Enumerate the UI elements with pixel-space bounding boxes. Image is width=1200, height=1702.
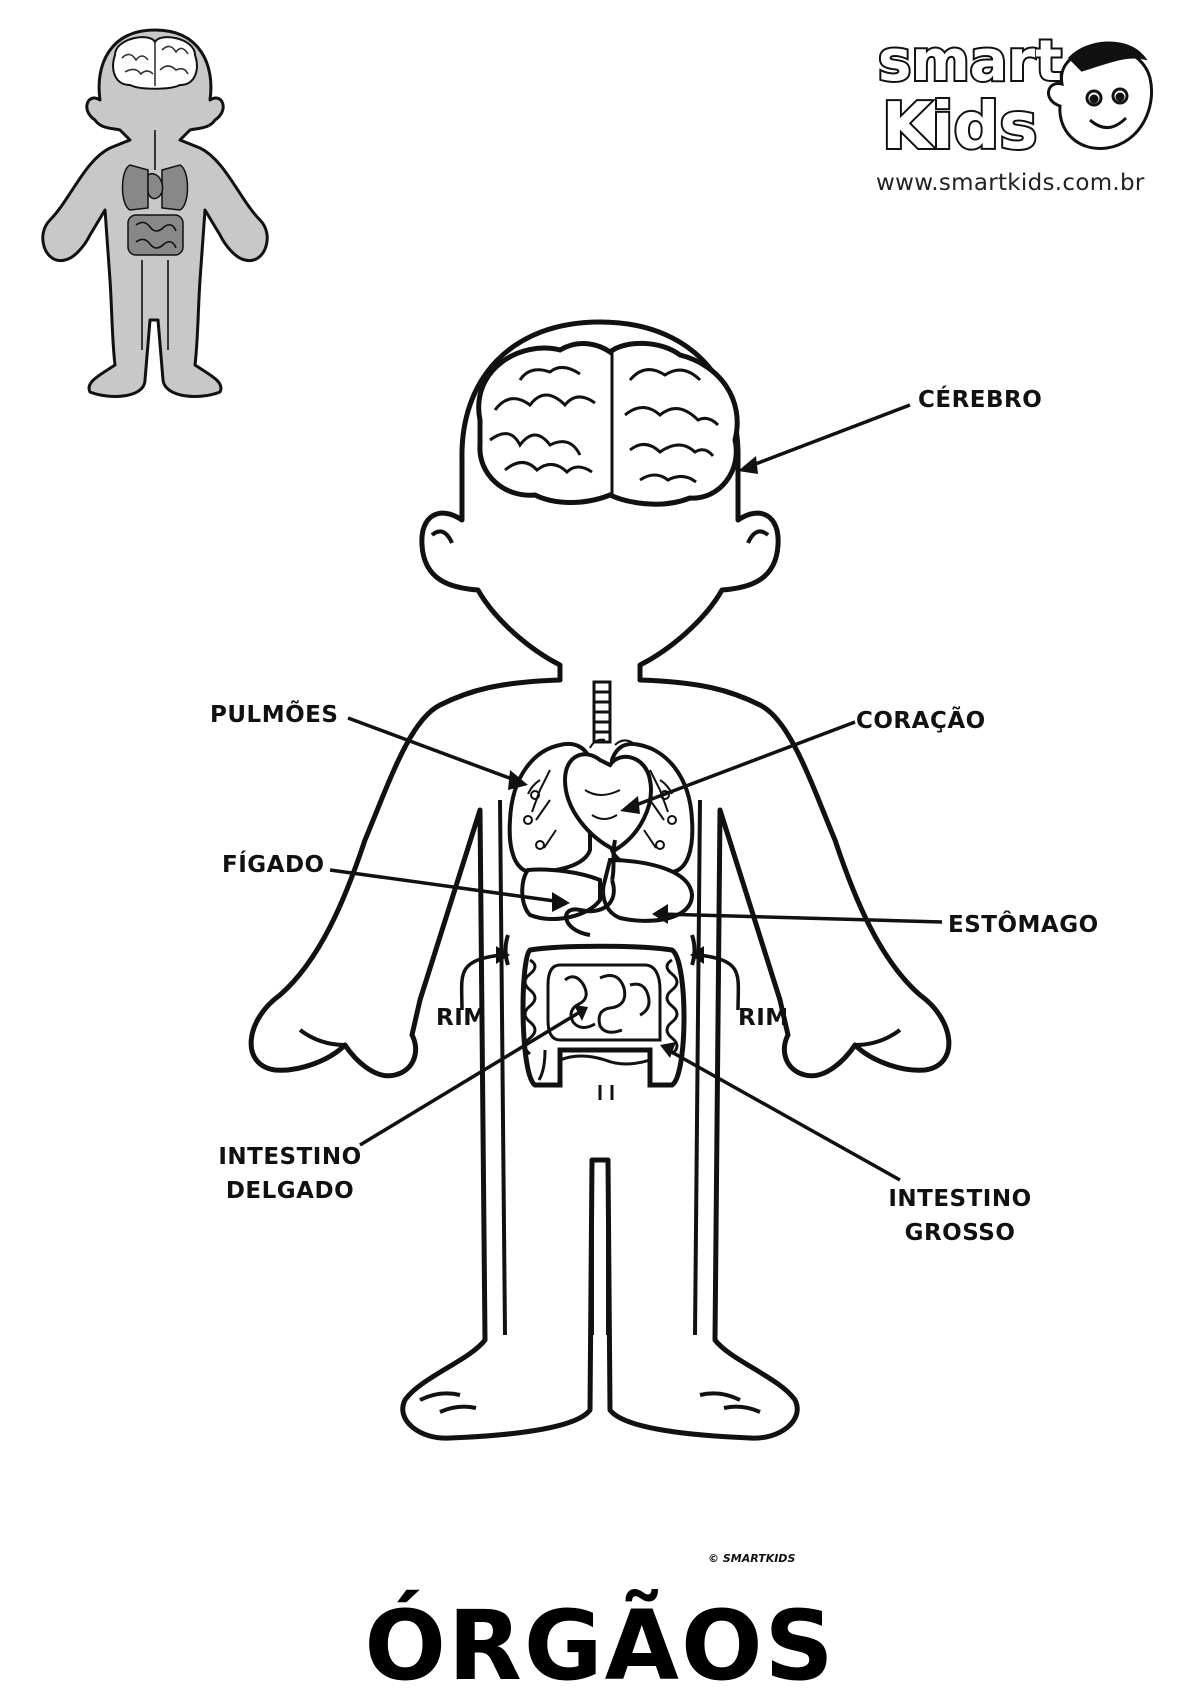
thumbnail-body-figure	[41, 28, 269, 398]
trachea	[592, 680, 612, 744]
label-cerebro: CÉREBRO	[918, 387, 1043, 413]
label-coracao: CORAÇÃO	[856, 708, 986, 734]
logo-word-kids: Kids	[882, 90, 1037, 164]
pointer-rim-right	[697, 953, 741, 1011]
website-url: www.smartkids.com.br	[876, 170, 1145, 196]
label-rim-right: RIM	[738, 1005, 789, 1031]
pointer-pulmoes	[347, 716, 521, 784]
smartkids-logo: smart Kids	[872, 18, 1162, 168]
label-estomago: ESTÔMAGO	[948, 912, 1099, 938]
label-intestino-grosso-line-2: GROSSO	[904, 1220, 1016, 1246]
label-intestino-grosso: INTESTINO GROSSO	[880, 1182, 1040, 1250]
label-intestino-grosso-line-1: INTESTINO	[888, 1186, 1032, 1212]
logo-word-smart: smart	[878, 29, 1062, 94]
pointer-coracao	[627, 720, 856, 810]
logo-artwork: smart Kids	[876, 27, 1153, 166]
label-figado: FÍGADO	[222, 852, 325, 878]
pointer-figado	[329, 868, 563, 904]
pointer-cerebro	[744, 403, 911, 470]
intestine-icon	[520, 943, 687, 1100]
pointer-intestino-delgado	[359, 1010, 581, 1147]
brain-icon	[476, 340, 740, 507]
label-intestino-delgado: INTESTINO DELGADO	[210, 1140, 370, 1208]
pointer-estomago	[659, 912, 943, 924]
kid-face-icon	[1047, 41, 1153, 150]
label-intestino-delgado-line-2: DELGADO	[225, 1178, 355, 1204]
label-intestino-delgado-line-1: INTESTINO	[218, 1144, 362, 1170]
page-title: ÓRGÃOS	[364, 1590, 836, 1702]
label-pointers	[329, 403, 943, 1182]
pointer-intestino-grosso	[667, 1048, 901, 1182]
pointer-rim-left	[459, 953, 503, 1011]
copyright-notice: © SMARTKIDS	[708, 1552, 796, 1565]
label-rim-left: RIM	[436, 1005, 487, 1031]
label-pulmoes: PULMÕES	[210, 702, 339, 728]
